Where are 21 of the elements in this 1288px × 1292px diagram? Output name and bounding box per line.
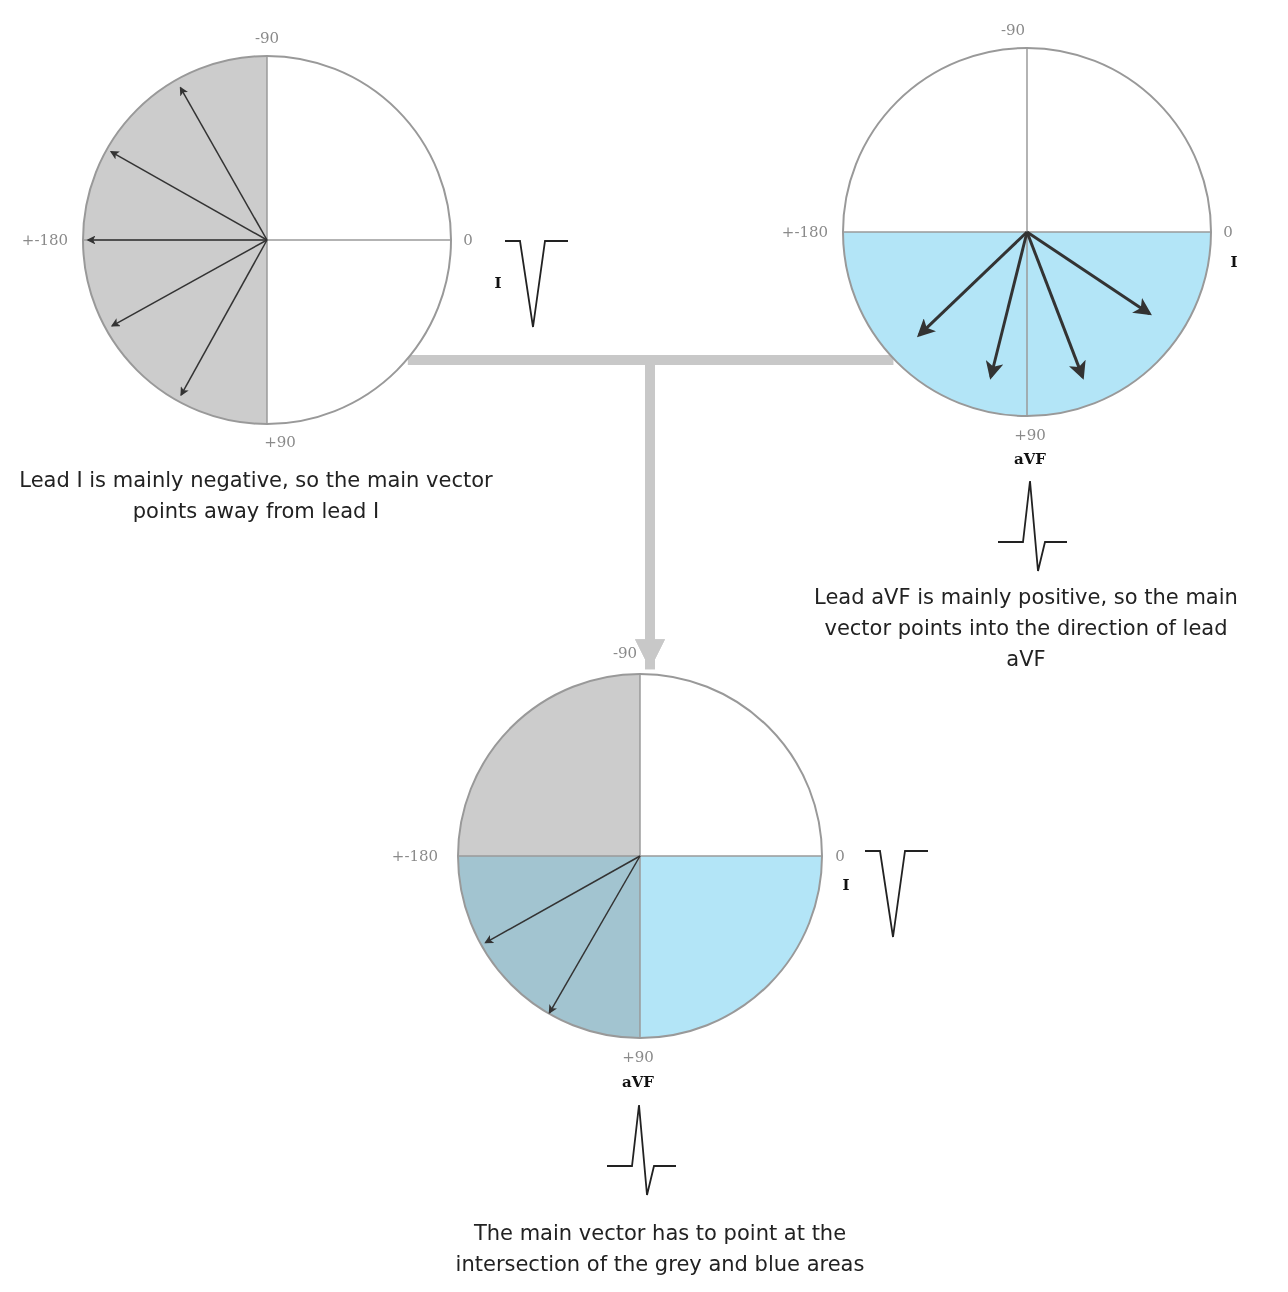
- caption-text: Lead aVF is mainly positive, so the main vector points into the direction of lead aVF: [813, 584, 1239, 673]
- angle-label: +-180: [21, 231, 69, 249]
- angle-label: +90: [1014, 426, 1046, 444]
- angle-label: +-180: [391, 847, 439, 865]
- angle-label: +90: [264, 433, 296, 451]
- caption-text: Lead I is mainly negative, so the main vector points away from lead I: [18, 467, 494, 525]
- angle-label: 0: [835, 847, 845, 865]
- angle-label: -90: [254, 29, 280, 47]
- lead-label: I: [1230, 253, 1238, 271]
- arrow: [635, 355, 894, 670]
- angle-label: -90: [1000, 21, 1026, 39]
- lead-label: I: [842, 876, 850, 894]
- lead-label: aVF: [1014, 450, 1046, 468]
- angle-label: +-180: [781, 223, 829, 241]
- angle-label: 0: [463, 231, 473, 249]
- angle-label: 0: [1223, 223, 1233, 241]
- lead-label: I: [494, 274, 502, 292]
- caption-text: The main vector has to point at the intersection of the grey and blue areas: [454, 1220, 866, 1278]
- angle-label: -90: [612, 644, 638, 662]
- angle-label: +90: [622, 1048, 654, 1066]
- lead-label: aVF: [622, 1073, 654, 1091]
